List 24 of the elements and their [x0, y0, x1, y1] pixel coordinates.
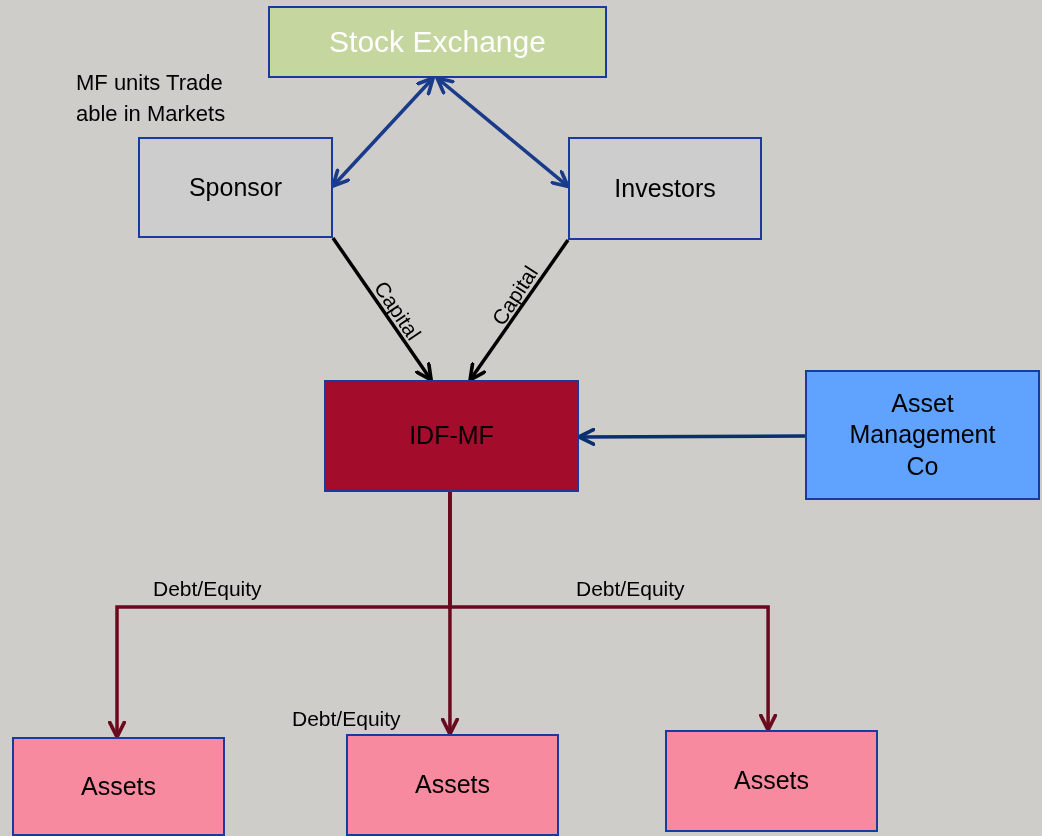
edge-label: Debt/Equity	[292, 708, 401, 729]
arrow	[468, 239, 570, 382]
exchange-box	[268, 6, 607, 78]
asset-box	[12, 737, 225, 836]
note-text: MF units Trade able in Markets	[76, 69, 227, 128]
process-box	[805, 370, 1040, 500]
edge-label: Debt/Equity	[153, 578, 262, 599]
arrow	[331, 237, 433, 382]
process-box	[568, 137, 762, 240]
node-label: Investors	[614, 172, 716, 204]
fund-box	[324, 380, 579, 492]
arrow	[448, 492, 778, 732]
process-box	[138, 137, 333, 238]
asset-box	[346, 734, 559, 836]
node-label: Sponsor	[188, 171, 283, 203]
asset-box	[665, 730, 878, 832]
edge-label: Debt/Equity	[576, 578, 685, 599]
node-label: Assets	[81, 770, 156, 802]
arrow	[435, 76, 570, 189]
node-label: Asset Management Co	[848, 388, 997, 482]
node-label: Assets	[734, 765, 809, 797]
node-label: IDF-MF	[409, 420, 494, 452]
node-label: Assets	[415, 769, 490, 801]
node-label: Stock Exchange	[329, 24, 546, 61]
